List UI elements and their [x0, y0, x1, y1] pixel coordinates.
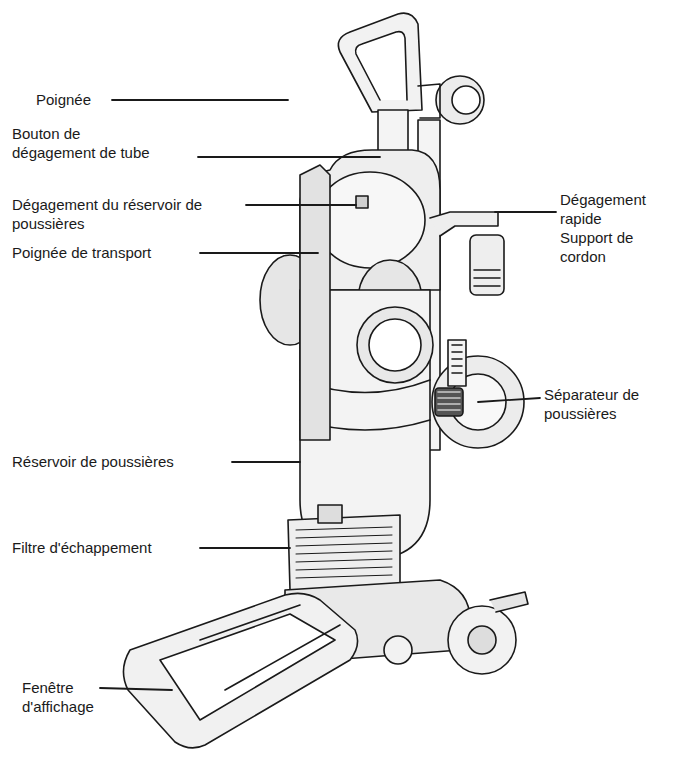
part-label: Séparateur de poussières	[544, 385, 656, 423]
part-label: Filtre d'échappement	[12, 538, 212, 557]
part-label: Fenêtre d'affichage	[22, 678, 107, 716]
part-label: Poignée de transport	[12, 243, 212, 262]
part-label: Bouton de dégagement de tube	[12, 124, 157, 162]
part-label: Dégagement rapide Support de cordon	[560, 190, 652, 266]
part-label: Poignée	[36, 90, 236, 109]
part-label: Dégagement du réservoir de poussières	[12, 195, 212, 233]
part-label: Réservoir de poussières	[12, 452, 242, 471]
